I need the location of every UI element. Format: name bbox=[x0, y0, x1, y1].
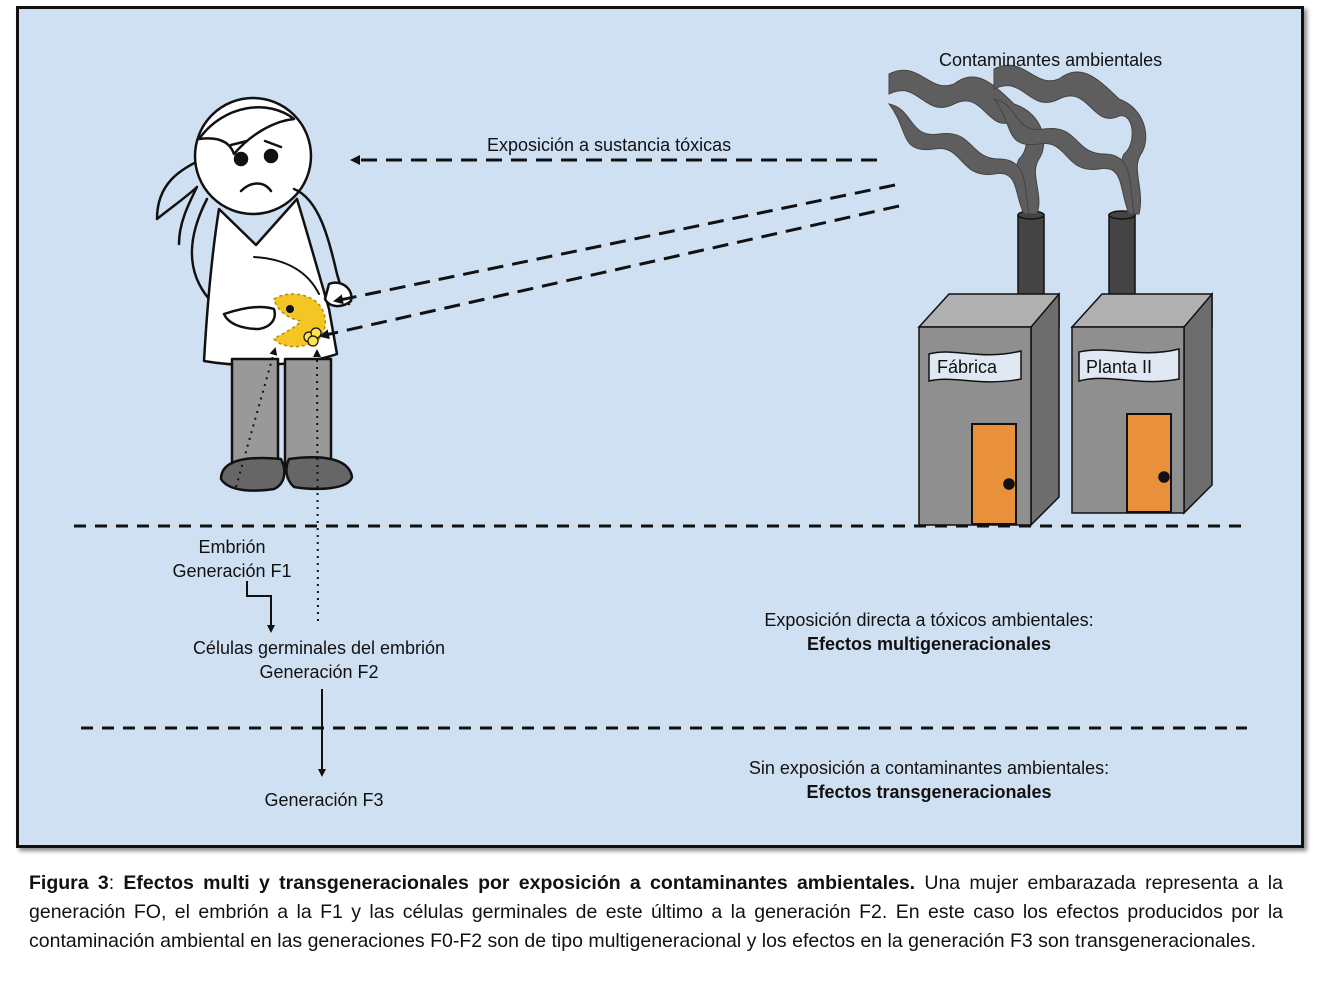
gen-f1-label: Generación F1 bbox=[172, 561, 292, 581]
generation-separators bbox=[74, 524, 1247, 730]
exposure-label: Exposición a sustancia tóxicas bbox=[487, 135, 732, 155]
figure-panel: Contaminantes ambientales Exposición a s… bbox=[16, 6, 1304, 848]
diagram-canvas bbox=[74, 64, 1247, 777]
factory-sign: Fábrica bbox=[937, 357, 998, 377]
caption-figure-label: Figura 3 bbox=[29, 872, 109, 894]
caption-text: Una mujer embarazada representa a la gen… bbox=[29, 872, 1283, 952]
plant-ii-building bbox=[1070, 210, 1213, 515]
no-exposure-label: Sin exposición a contaminantes ambiental… bbox=[748, 758, 1110, 778]
caption-title: Efectos multi y transgeneracionales por … bbox=[123, 872, 916, 894]
direct-exposure-label: Exposición directa a tóxicos ambientales… bbox=[764, 610, 1094, 630]
embryo-illustration bbox=[272, 293, 326, 348]
gen-f3-label: Generación F3 bbox=[264, 790, 384, 810]
transgen-effects-label: Efectos transgeneracionales bbox=[806, 782, 1052, 802]
germ-cells-label: Células germinales del embrión bbox=[192, 638, 446, 658]
figure-caption: Figura 3: Efectos multi y transgeneracio… bbox=[29, 869, 1283, 956]
pollutants-label: Contaminantes ambientales bbox=[939, 50, 1163, 70]
generation-arrows bbox=[246, 581, 326, 777]
multigen-effects-label: Efectos multigeneracionales bbox=[806, 634, 1052, 654]
caption-separator: : bbox=[108, 872, 124, 894]
gen-f2-label: Generación F2 bbox=[259, 662, 379, 682]
pregnant-woman-figure bbox=[155, 96, 354, 492]
embryo-label: Embrión bbox=[198, 537, 266, 557]
exposure-arrows bbox=[319, 155, 900, 340]
smoke-plumes bbox=[887, 64, 1147, 215]
factory-building bbox=[917, 210, 1060, 527]
plant-sign: Planta II bbox=[1086, 357, 1153, 377]
germline-dotted-arrows bbox=[235, 347, 322, 622]
